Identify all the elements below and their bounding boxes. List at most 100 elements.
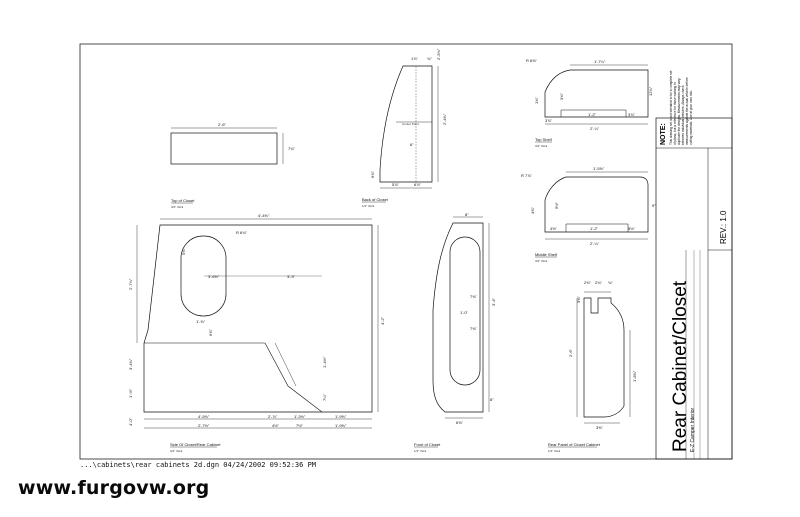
dim-b3: 3⅞" [628,112,636,117]
top-of-closet-panel [170,132,278,165]
dim-height: 7¾" [288,146,296,151]
dim-mid: 6" [410,142,414,147]
front-of-closet-outline [432,222,484,413]
wheel-well-cut [264,342,323,413]
dim-b3: 5⅛" [628,226,636,231]
revision: REV.: 1.0 [719,210,728,244]
note-line: of plans, but a reference for those wish… [673,82,677,145]
dim-c3: 7½" [296,423,304,428]
scale-rear-panel: 1/4" thick [548,449,561,453]
view-top-of-closet: 2'-6" 7¾" Top of Closet 3/4" thick [170,122,296,209]
dim-left1: 1⅝" [534,96,539,104]
dim-side: 3'-4" [491,297,496,306]
dim-left1: 4⅜" [530,206,535,214]
dim-top: 1'-5⅝" [593,166,605,171]
dim-vertical-left: 2'-7¾" [128,278,133,290]
scale-top-of-closet: 3/4" thick [171,205,184,209]
drawing-title: Rear Cabinet/Closet [670,280,691,452]
dim-oval-r: 3'-6⅜" [208,274,220,279]
dim-c1: 2'-7½" [198,423,210,428]
dim-s1: 7¼" [322,393,327,401]
caption-rear-panel: Rear Panel of Closet Cabinet [548,442,601,447]
dim-top3: 2'-5¾" [436,48,441,60]
note-line: cutting materials. Use at your own risk. [689,90,693,145]
dim-right: 12⅛" [648,86,653,96]
dim-left2: 3⅝" [559,92,564,100]
dim-right: 1'-8⅜" [632,370,637,382]
view-side-of-closet: 4'-4⅝" R 6¾" 5⅝" 3'-6⅜" 3'-3" 1'-⅜" 2'-7… [128,213,385,453]
dim-top: 1⅞" [411,56,419,61]
wheel-well-cut-inner [274,342,297,387]
dim-l1: 3'-4⅝" [128,358,133,370]
dim-c2: 4½" [272,423,280,428]
rear-panel-outline [583,297,625,418]
sheet-border [79,43,733,460]
dim-right: 9" [652,203,656,208]
dim-b2: 1'-2" [588,112,597,117]
dim-l3: 4'-0" [128,417,133,426]
view-top-shelf: R 6⅝" 1'-7¼" 12⅛" 1⅝" 3⅝" 3⅞" 1'-2" 3⅞" … [526,58,653,148]
top-shelf-outline [544,69,649,118]
file-path-footer: ...\cabinets\rear cabinets 2d.dgn 04/24/… [80,461,317,469]
scale-back-of-closet: 1/4" thick [362,204,375,208]
scale-side-of-closet: 3/4" thick [170,449,183,453]
dim-b3: 1'-3½" [294,414,306,419]
dim-b2: 1'-2" [590,226,599,231]
dim-t3: ¾" [608,280,613,285]
front-oval-cutout [449,236,481,386]
dim-right: 2'-4⅝" [442,113,447,125]
back-of-closet-outline [379,65,433,183]
note-line: between individual vehicles. Always chec… [681,85,685,145]
title-block: NOTE: This drawing set is not intended t… [655,70,733,460]
dim-lower: 8" [490,397,494,402]
dim-oval-bottom: 1'-⅜" [196,319,206,324]
dim-b1: 3⅞" [545,118,553,123]
top-shelf-notch [560,109,627,117]
dim-b4: 1'-9⅝" [335,414,347,419]
watermark: www.furgovw.org [18,477,210,499]
dim-l2: 1'-½" [128,388,133,398]
dim-oval2: 1'-0" [460,310,469,315]
note-line: This drawing set is not intended to be a… [669,70,673,145]
dim-oval-w: 5⅝" [181,247,186,255]
dim-bottom1: 5⅞" [392,182,400,187]
dim-oval3: 7⅝" [470,326,478,331]
caption-back-of-closet: Back of Closet [362,197,389,202]
scale-middle-shelf: 3/4" thick [535,259,548,263]
caption-top-of-closet: Top of Closet [171,198,195,203]
drawing-subtitle: E-Z Camper Interior [690,407,696,452]
dim-notch: 3⅜" [576,295,581,303]
dim-overall: 2'-¼" [590,126,600,131]
dim-radius: R 6⅝" [526,58,538,63]
dim-notch: 6⅜" [208,328,213,336]
view-back-of-closet: Center Point 1⅞" ¾" 2'-5¾" 2'-4⅝" 6" 6⅜"… [362,48,447,208]
caption-side-of-closet: Side Of Closet/Rear Cabinet [170,442,221,447]
dim-b1: 4⅝" [550,226,558,231]
dim-width: 2'-6" [218,122,227,127]
note-line: measurements against the actual vehicle … [685,77,689,145]
dim-bottom: 3⅝" [596,425,604,430]
caption-top-shelf: Top Shelf [535,137,553,142]
caption-middle-shelf: Middle Shelf [535,252,558,257]
dim-overall: 2'-¼" [590,241,600,246]
view-front-of-closet: 8" 3'-4" 7⅝" 1'-0" 7⅝" 8" 6⅝" Front of C… [414,212,496,453]
dim-b1: 4'-5⅝" [198,414,210,419]
dim-top2: ¾" [427,56,432,61]
dim-seg: 1'-4½" [322,356,327,368]
dim-left2: 5½" [554,201,559,209]
dim-long: 3'-3" [287,274,296,279]
view-rear-panel: 2⅝" 2¾" ¾" 2'-6" 3⅜" 1'-8⅜" 3⅝" Rear Pan… [548,280,637,453]
dim-top: 1'-7¼" [594,59,606,64]
side-of-closet-outline [143,224,373,413]
middle-shelf-notch [565,223,629,232]
dim-top: 8" [465,212,469,217]
dim-left: 2'-6" [568,348,573,357]
dim-b2: 2'-⅞" [268,414,278,419]
scale-front-of-closet: 1/4" thick [414,449,427,453]
dim-radius: R 7⅞" [521,173,533,178]
note-heading: NOTE: [660,123,667,145]
note-line: duplicate the designs. Measurements may … [677,78,681,145]
view-middle-shelf: R 7⅞" 1'-5⅝" 9" 4⅜" 5½" 4⅝" 1'-2" 5⅛" 2'… [521,166,656,263]
dim-radius: R 6¾" [236,230,248,235]
